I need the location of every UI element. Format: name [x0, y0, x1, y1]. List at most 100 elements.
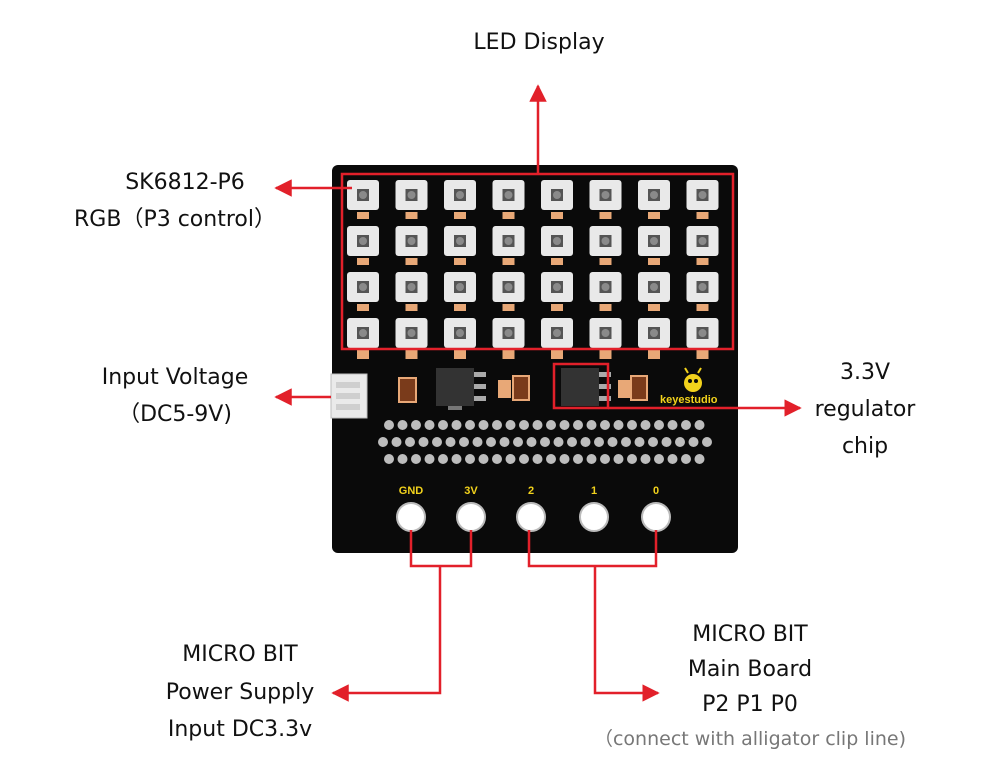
edge-dot	[586, 420, 597, 430]
edge-dot	[513, 437, 523, 447]
edge-dot	[459, 437, 469, 447]
keyestudio-logo	[684, 367, 702, 392]
capacitor-3	[618, 375, 648, 401]
led-pixel	[395, 180, 428, 219]
edge-dot	[546, 454, 556, 464]
edge-dot	[465, 454, 475, 464]
edge-dot	[661, 437, 672, 447]
edge-dot	[411, 454, 421, 464]
led-pixel	[638, 226, 670, 265]
led-pixel	[686, 226, 719, 265]
edge-dot	[694, 420, 705, 430]
edge-dot	[600, 454, 610, 464]
label-led-display: LED Display	[473, 30, 605, 55]
edge-dot	[594, 437, 604, 447]
led-pixel	[444, 226, 476, 265]
led-pixel	[686, 180, 719, 219]
edge-dot	[573, 420, 583, 430]
label-input-voltage-line1: Input Voltage	[101, 365, 249, 390]
edge-dot	[397, 454, 408, 464]
label-sk6812-line1: SK6812-P6	[125, 170, 245, 195]
led-pixel	[444, 272, 476, 311]
edge-dot	[540, 437, 550, 447]
led-pixel	[589, 226, 622, 265]
edge-connector-dots	[378, 420, 712, 464]
label-regulator-line2: regulator	[814, 397, 916, 422]
annotation-arrows	[274, 84, 802, 702]
mainboard-arrow	[593, 566, 660, 702]
edge-dot	[681, 420, 691, 430]
edge-dot	[432, 437, 442, 447]
edge-dot	[424, 454, 435, 464]
led-pixel	[541, 226, 573, 265]
mainboard-bracket	[527, 530, 658, 568]
edge-dot	[391, 437, 402, 447]
regulator-highlight	[552, 362, 610, 410]
led-pixel	[395, 272, 428, 311]
edge-dot	[472, 437, 483, 447]
edge-dot	[681, 454, 691, 464]
label-power-line1: MICRO BIT	[182, 642, 298, 667]
label-regulator-line3: chip	[841, 434, 889, 459]
edge-dot	[478, 454, 489, 464]
edge-dot	[648, 437, 658, 447]
led-pixel	[347, 180, 379, 219]
led-pixel	[589, 272, 622, 311]
edge-dot	[418, 437, 429, 447]
edge-dot	[573, 454, 583, 464]
led-pixel	[492, 180, 525, 219]
pin-label: 3V	[464, 485, 478, 497]
label-mainboard-line2: Main Board	[687, 657, 813, 682]
edge-dot	[702, 437, 712, 447]
led-pixel	[444, 180, 476, 219]
capacitor-2	[498, 375, 530, 401]
led-pixel	[686, 272, 719, 311]
label-power-line3: Input DC3.3v	[167, 717, 313, 742]
resistor	[551, 352, 563, 359]
led-pixel	[347, 226, 379, 265]
pin-pad	[456, 502, 486, 532]
edge-dot	[451, 420, 462, 430]
pin-label: 1	[590, 485, 598, 497]
brand-label: keyestudio	[660, 394, 718, 406]
edge-dot	[384, 420, 394, 430]
edge-dot	[378, 437, 388, 447]
led-pixel	[638, 272, 670, 311]
edge-dot	[654, 454, 664, 464]
edge-dot	[667, 420, 678, 430]
edge-dot	[451, 454, 462, 464]
label-sk6812-line2: RGB（P3 control）	[74, 207, 276, 232]
edge-dot	[613, 454, 624, 464]
edge-dot	[532, 420, 543, 430]
resistor	[599, 352, 612, 359]
edge-dot	[559, 420, 570, 430]
edge-dot	[411, 420, 421, 430]
label-mainboard-note: （connect with alligator clip line)	[593, 728, 907, 750]
edge-dot	[559, 454, 570, 464]
edge-dot	[492, 420, 502, 430]
edge-dot	[627, 454, 637, 464]
edge-dot	[397, 420, 408, 430]
resistor	[405, 352, 418, 359]
edge-dot	[519, 420, 529, 430]
edge-dot	[465, 420, 475, 430]
edge-dot	[546, 420, 556, 430]
led-pixel	[541, 272, 573, 311]
power-connector	[330, 373, 368, 419]
led-pixel	[541, 318, 573, 357]
resistor	[502, 352, 515, 359]
edge-dot	[580, 437, 591, 447]
edge-dot	[486, 437, 496, 447]
power-arrow	[331, 566, 442, 702]
led-pixel	[589, 180, 622, 219]
led-pixel	[395, 226, 428, 265]
edge-dot	[640, 420, 651, 430]
pin-label: 0	[652, 485, 660, 497]
edge-dot	[445, 437, 456, 447]
edge-dot	[438, 420, 448, 430]
resistor	[648, 352, 660, 359]
pin-label: 2	[527, 485, 535, 497]
led-pixel	[638, 180, 670, 219]
edge-dot	[405, 437, 415, 447]
